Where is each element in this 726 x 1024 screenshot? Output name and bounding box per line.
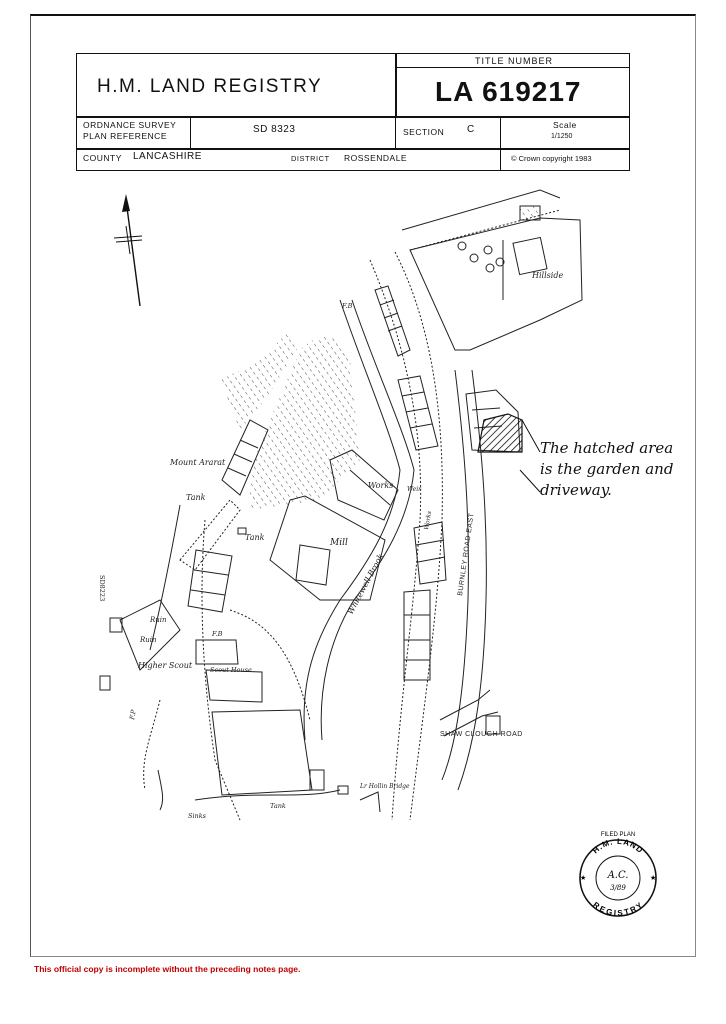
stamp-date: 3/89 [610,884,626,892]
label-fp: F.P [128,709,138,722]
divider [395,54,397,116]
os-plan-label-2: PLAN REFERENCE [83,131,167,141]
stamp-hm-land: H.M. LAND [591,837,644,855]
os-plan-label-1: ORDNANCE SURVEY [83,120,177,130]
label-burnley-road-east: BURNLEY ROAD EAST [457,512,476,596]
title-header-box: H.M. LAND REGISTRY TITLE NUMBER LA 61921… [76,53,630,171]
label-tank-2: Tank [245,533,265,542]
registry-title: H.M. LAND REGISTRY [97,76,323,97]
county-value: LANCASHIRE [133,151,202,162]
hillside-slope-hachures [250,336,360,510]
label-tank-3: Tank [270,802,286,810]
crown-copyright: © Crown copyright 1983 [511,154,592,163]
title-number: LA 619217 [435,76,582,107]
star-icon: ★ [580,874,586,882]
west-buildings [99,549,325,796]
label-tank-1: Tank [186,493,206,502]
label-hillside: Hillside [531,271,563,280]
north-arrow-icon [113,194,143,307]
terraced-houses [374,285,447,681]
section-label: SECTION [403,127,445,137]
label-lower-hollin-bridge: Lr Hollin Bridge [359,783,410,790]
divider [77,116,629,118]
handwritten-annotation: The hatched area is the garden and drive… [540,438,690,501]
label-ruin-2: Ruin [139,636,157,644]
shaw-clough-road [439,689,501,737]
label-mill: Mill [329,538,348,548]
label-higher-scout: Higher Scout [137,661,193,670]
divider [77,148,629,150]
annotation-line-2: is the garden and [540,460,674,478]
label-sinks: Sinks [188,812,207,820]
scale-label: Scale [553,120,577,130]
star-icon: ★ [650,874,656,882]
annotation-pointer [519,419,541,493]
label-shaw-clough-road: SHAW CLOUGH ROAD [440,731,523,738]
boundary-lines [149,504,341,811]
label-mount-ararat: Mount Ararat [169,458,226,467]
scale-value: 1/1250 [551,133,573,140]
mount-ararat-terrace [179,419,269,571]
divider [500,116,501,170]
district-label: DISTRICT [291,154,330,163]
svg-text:H.M. LAND: H.M. LAND [591,837,645,855]
hatched-garden-driveway [477,413,523,453]
land-registry-filed-plan-stamp: FILED PLAN H.M. LAND REGISTRY A.C. 3/89 … [579,832,657,918]
section-value: C [467,124,475,135]
divider [395,67,629,68]
plan-sheet-border [30,14,696,957]
whitewell-brook [303,299,415,741]
district-value: ROSSENDALE [344,153,408,163]
label-works: Works [368,481,393,490]
footpaths [143,519,311,821]
bridge-area [337,785,381,813]
stamp-registry: REGISTRY [591,900,644,918]
svg-text:REGISTRY: REGISTRY [591,900,645,918]
label-fb-2: F.B [341,302,353,310]
slope-hachures-north [220,330,298,430]
label-sheet-ref: SD8223 [98,575,106,601]
tank-marker [237,527,247,535]
label-scout-house: Scout House [210,666,252,674]
label-works-2: Works [423,510,433,530]
subject-property [465,389,523,453]
label-weir: Weir [407,486,422,493]
annotation-line-3: driveway. [540,481,612,499]
footer-note: This official copy is incomplete without… [34,964,301,974]
label-fb-1: F.B [211,630,223,638]
hillside-plot [409,205,583,351]
county-label: COUNTY [83,153,122,163]
stamp-filed-plan: FILED PLAN [601,832,635,838]
os-plan-reference: SD 8323 [253,124,296,135]
stamp-initials: A.C. [607,870,629,881]
annotation-line-1: The hatched area [540,439,674,457]
label-ruin-1: Ruin [149,616,167,624]
title-number-label: TITLE NUMBER [475,56,554,66]
divider [395,116,396,148]
divider [190,116,191,148]
